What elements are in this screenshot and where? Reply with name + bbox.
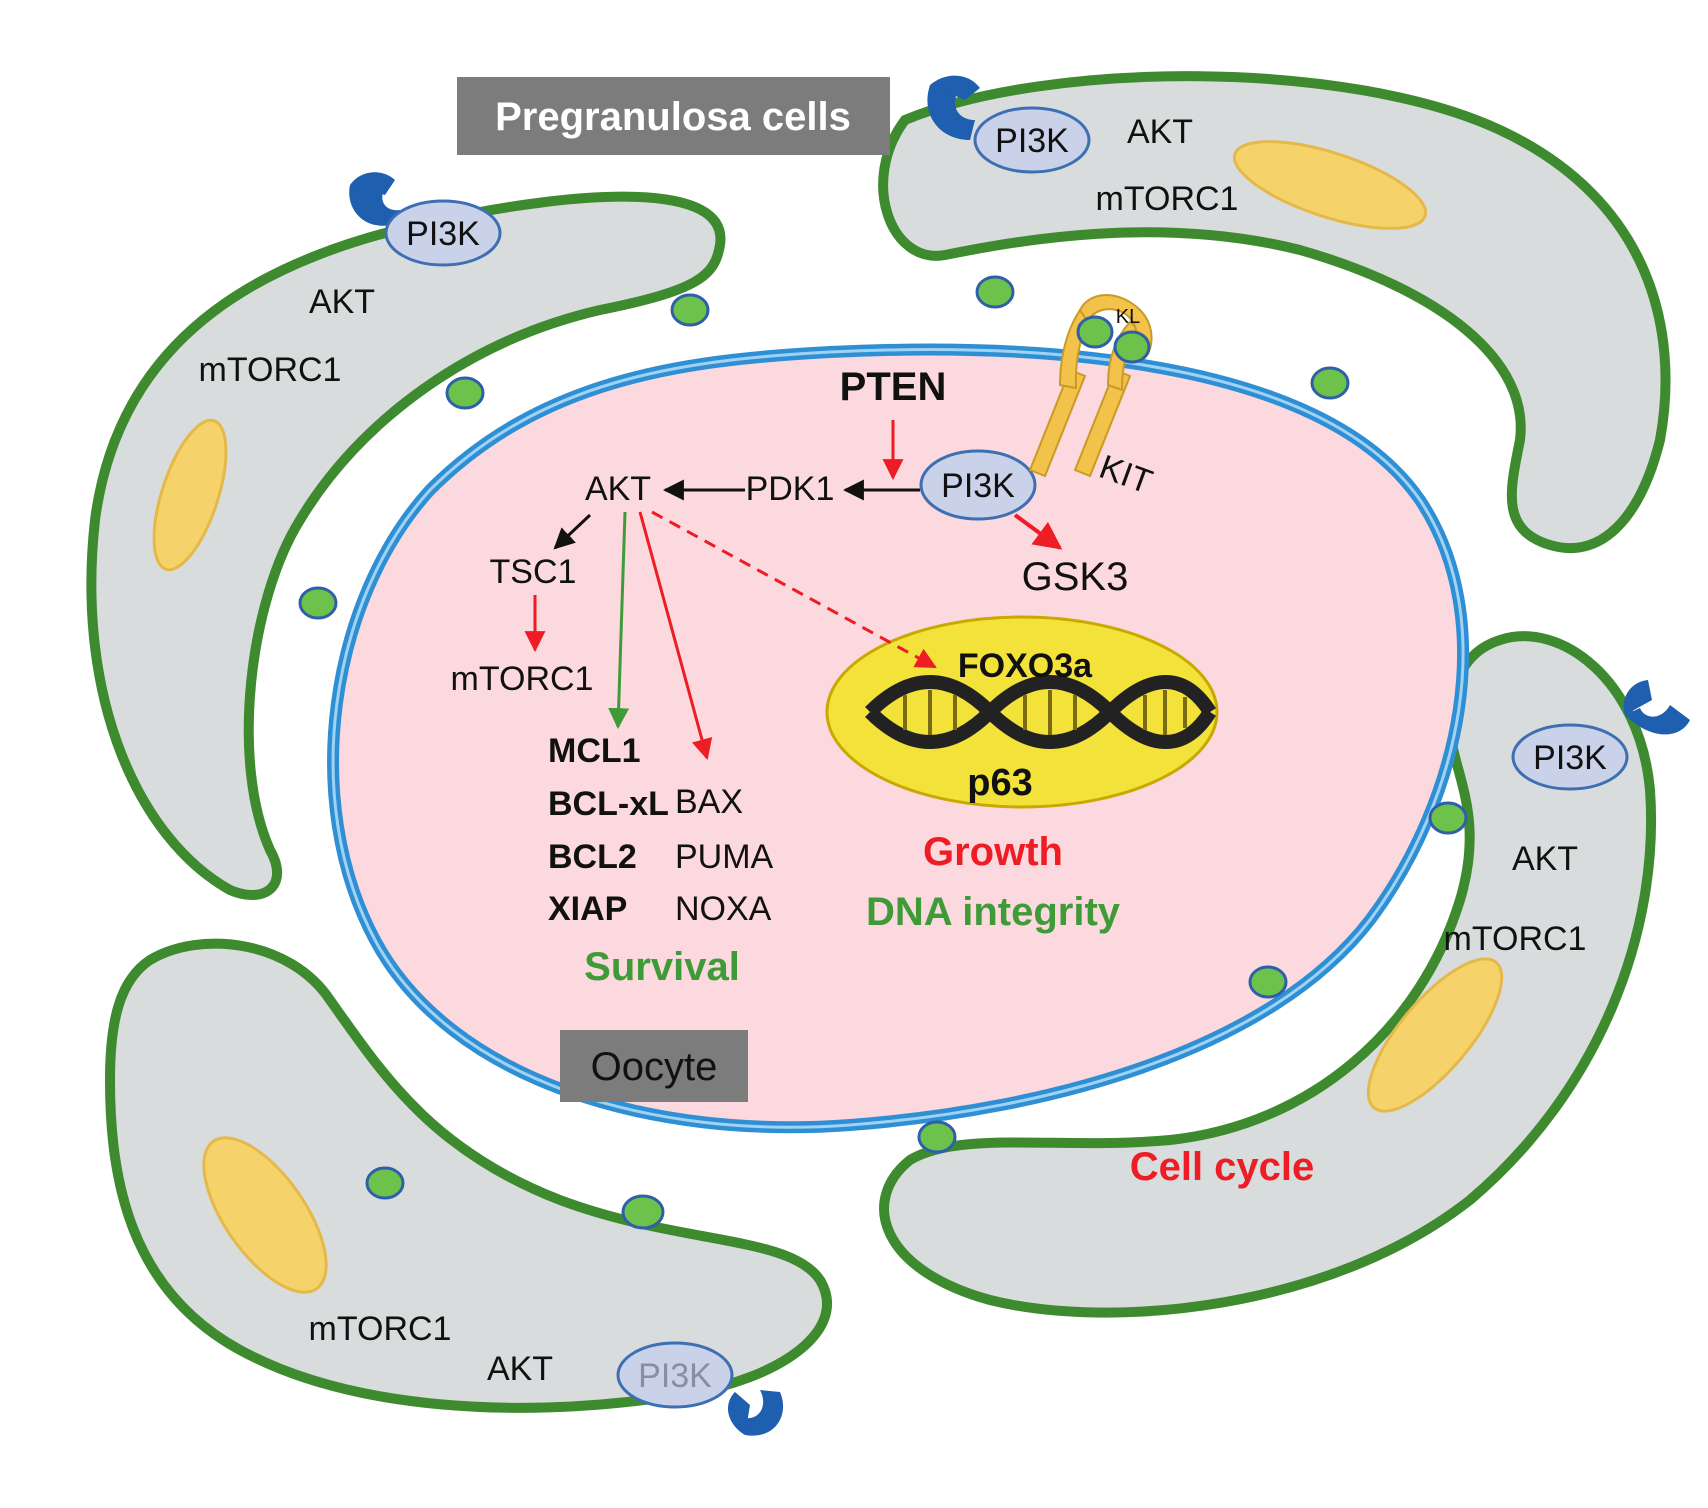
tsc1-label: TSC1 xyxy=(490,553,577,591)
mtorc1-label-right: mTORC1 xyxy=(1444,920,1587,958)
mtorc1-label-top-left: mTORC1 xyxy=(199,351,342,389)
pregranulosa-cell-bottom-left xyxy=(104,938,832,1413)
pro-apoptotic-1: BAX xyxy=(675,783,743,821)
akt-label-bottom-left: AKT xyxy=(487,1350,553,1388)
pi3k-label-top-left: PI3K xyxy=(406,215,480,253)
pro-apoptotic-3: NOXA xyxy=(675,890,772,928)
anti-apoptotic-3: BCL2 xyxy=(548,838,637,876)
dna-integrity-label: DNA integrity xyxy=(866,890,1121,934)
pi3k-label-top-right: PI3K xyxy=(995,122,1069,160)
pten-label: PTEN xyxy=(840,365,947,409)
anti-apoptotic-1: MCL1 xyxy=(548,732,641,770)
pregranulosa-cell-right xyxy=(879,631,1656,1318)
p63-label: p63 xyxy=(967,762,1032,804)
akt-label-right: AKT xyxy=(1512,840,1578,878)
survival-label: Survival xyxy=(584,945,740,989)
pregranulosa-cell-top-right xyxy=(878,71,1671,554)
anti-apoptotic-2: BCL-xL xyxy=(548,785,669,823)
mtorc1-label-top-right: mTORC1 xyxy=(1096,180,1239,218)
pi3k-ovals xyxy=(384,106,1629,1409)
pi3k-label-bottom: PI3K xyxy=(638,1357,712,1395)
oocyte-membrane-inner-line xyxy=(331,348,1465,1129)
mtorc1-label-bottom-left: mTORC1 xyxy=(309,1310,452,1348)
pregranulosa-label-box xyxy=(457,77,890,155)
growth-label: Growth xyxy=(923,830,1063,874)
akt-label-oocyte: AKT xyxy=(585,470,651,508)
receptor-icons xyxy=(349,75,1690,1436)
foxo3a-label: FOXO3a xyxy=(958,647,1093,685)
cell-nucleus-top-right xyxy=(1232,140,1428,230)
cell-nucleus-top-left xyxy=(152,418,228,572)
pro-apoptotic-2: PUMA xyxy=(675,838,774,876)
anti-apoptotic-4: XIAP xyxy=(548,890,627,928)
pathway-arrows xyxy=(524,420,1063,761)
akt-label-top-right: AKT xyxy=(1127,113,1193,151)
cell-nucleus-bottom-left xyxy=(202,1136,328,1294)
gsk3-label: GSK3 xyxy=(1022,555,1129,599)
pi3k-label-oocyte: PI3K xyxy=(941,467,1015,505)
pi3k-label-right: PI3K xyxy=(1533,739,1607,777)
cell-cycle-label: Cell cycle xyxy=(1130,1145,1315,1189)
gap-junction-dots xyxy=(298,275,1468,1230)
akt-label-top-left: AKT xyxy=(309,283,375,321)
kl-label: KL xyxy=(1116,306,1140,328)
kit-receptor xyxy=(1028,294,1153,478)
oocyte-title: Oocyte xyxy=(591,1045,718,1089)
pdk1-label: PDK1 xyxy=(746,470,835,508)
oocyte-label-box xyxy=(560,1030,748,1102)
mtorc1-label-oocyte: mTORC1 xyxy=(451,660,594,698)
pregranulosa-cells-title: Pregranulosa cells xyxy=(495,95,851,139)
cell-nucleus-right xyxy=(1366,957,1504,1113)
